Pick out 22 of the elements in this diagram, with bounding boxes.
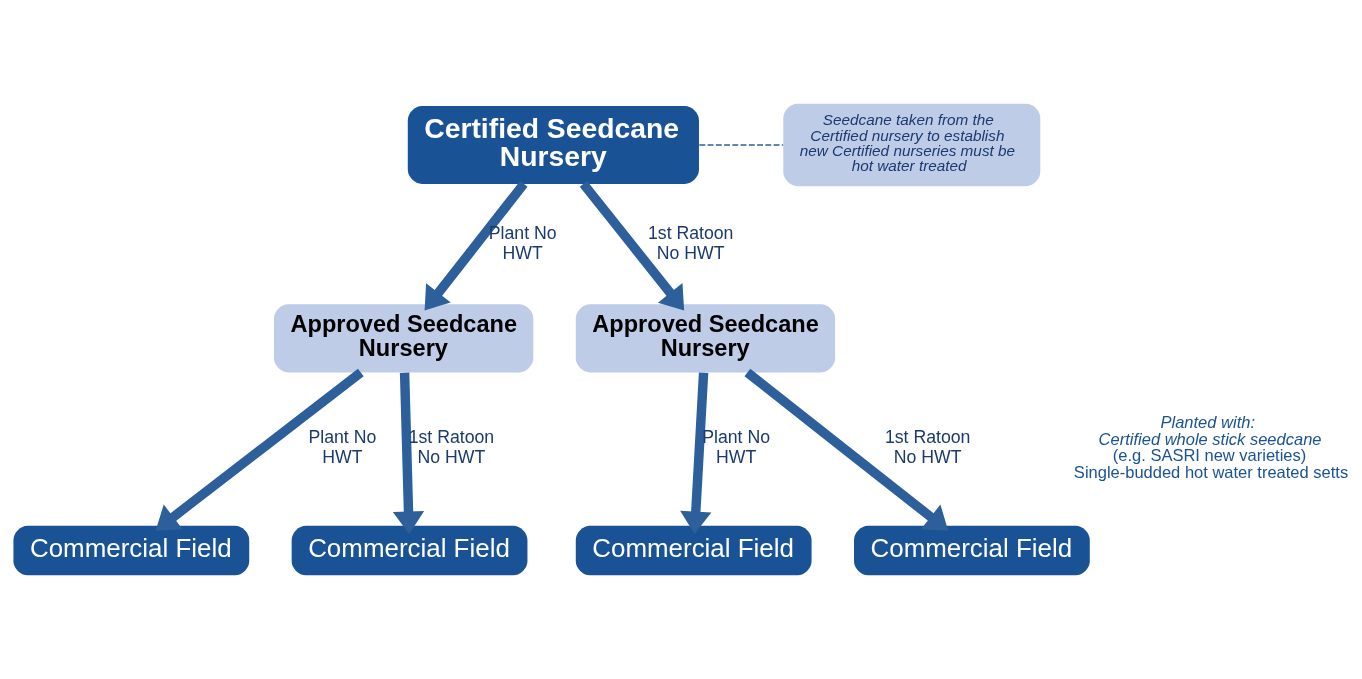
- edge-label: 1st Ratoon No HWT: [884, 427, 971, 468]
- connector: [698, 144, 784, 146]
- node-box: Seedcane taken from the Certified nursery to establish new Certified nurseries must be hot water treated: [783, 103, 1041, 187]
- node-box: Commercial Field: [854, 525, 1090, 576]
- node-box: Certified Seedcane Nursery: [407, 106, 699, 184]
- node-box: Approved Seedcane Nursery: [274, 304, 534, 373]
- arrow: [680, 372, 712, 534]
- node-box: Approved Seedcane Nursery: [575, 304, 836, 373]
- edge-label: 1st Ratoon No HWT: [647, 223, 734, 264]
- node-box: Commercial Field: [13, 525, 250, 576]
- arrow: [424, 181, 528, 311]
- arrow: [579, 180, 685, 311]
- arrow: [392, 372, 425, 534]
- arrow: [744, 368, 949, 531]
- label: Planted with:: [1160, 413, 1256, 432]
- label: Certified whole stick seedcane: [1098, 429, 1322, 448]
- node-box: Commercial Field: [575, 525, 812, 576]
- label: (e.g. SASRI new varieties): [1112, 446, 1307, 465]
- edge-label: Plant No HWT: [308, 427, 377, 468]
- node-box: Commercial Field: [291, 525, 528, 576]
- arrow: [155, 368, 364, 531]
- edge-label: Plant No HWT: [488, 223, 557, 264]
